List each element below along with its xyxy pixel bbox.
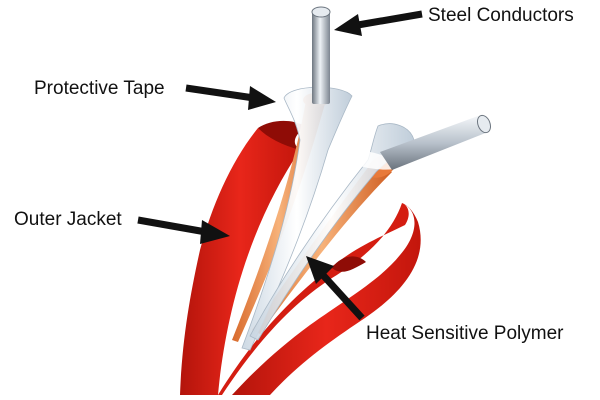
outer-jacket-shape <box>180 120 421 395</box>
arrow-steel-conductors <box>334 10 423 36</box>
arrow-heat-sensitive-polymer <box>306 256 365 321</box>
label-heat-sensitive-polymer: Heat Sensitive Polymer <box>366 323 564 344</box>
label-protective-tape: Protective Tape <box>34 78 165 99</box>
label-steel-conductors: Steel Conductors <box>428 5 574 26</box>
arrow-outer-jacket <box>137 216 230 244</box>
arrow-protective-tape <box>185 84 276 110</box>
label-outer-jacket: Outer Jacket <box>14 209 122 230</box>
steel-conductors-shape <box>311 6 492 170</box>
